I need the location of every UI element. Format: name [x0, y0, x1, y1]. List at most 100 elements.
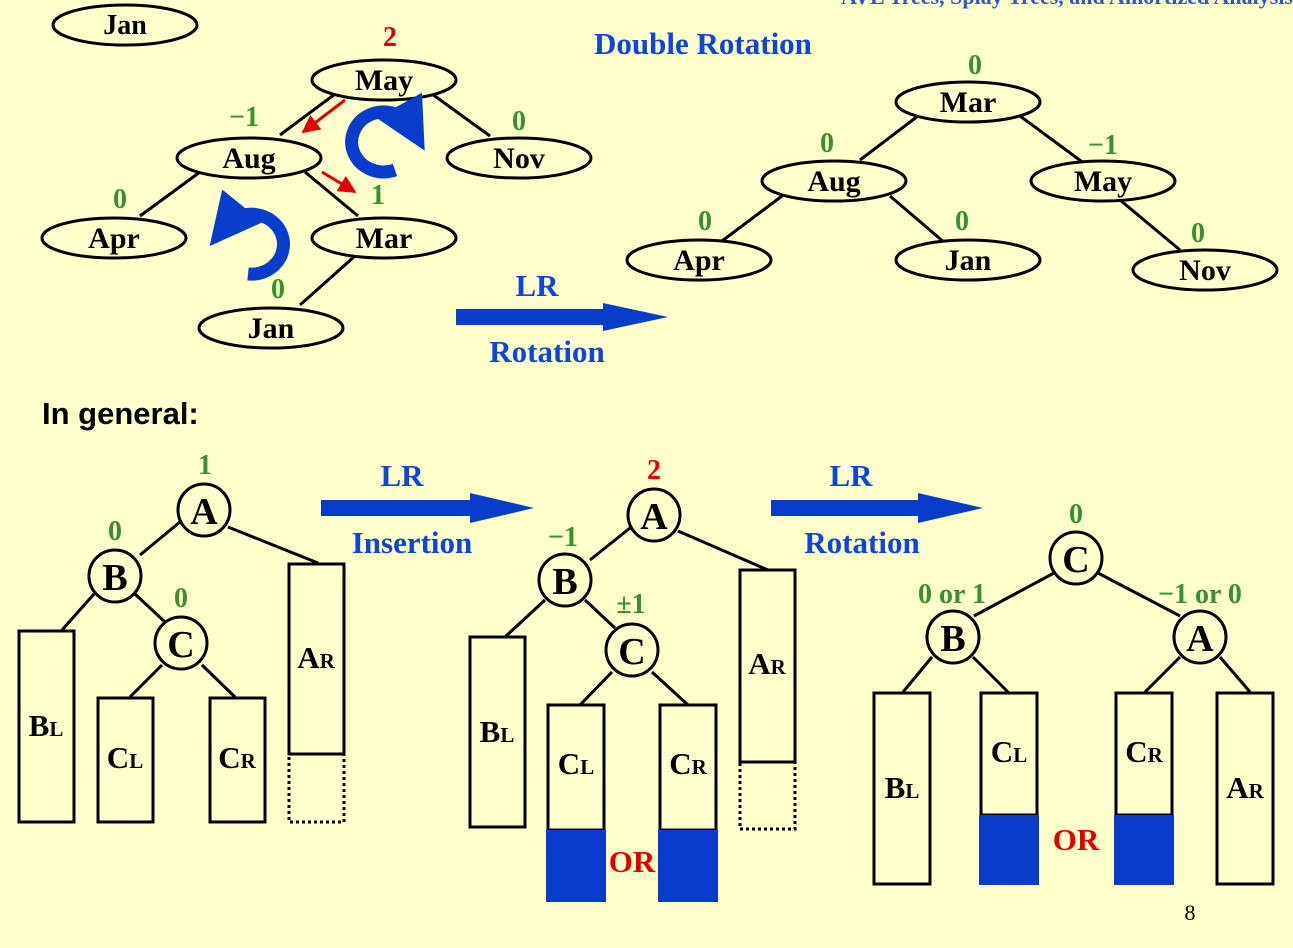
red-path-arrow-1 [301, 98, 346, 134]
slide-title: Double Rotation [594, 26, 812, 61]
stage2-subtree-cr: CR [658, 703, 718, 902]
stage2-subtree-ar: AR [738, 568, 797, 831]
svg-text:B: B [102, 557, 127, 599]
svg-text:Aug: Aug [222, 142, 275, 175]
bf-may-after: −1 [1088, 130, 1118, 161]
svg-text:Apr: Apr [673, 244, 725, 277]
top-arrow [456, 303, 668, 331]
svg-text:Nov: Nov [493, 142, 545, 175]
svg-text:CL: CL [107, 740, 143, 775]
stage1-edges [60, 520, 319, 699]
svg-text:CL: CL [558, 746, 594, 781]
svg-text:AR: AR [748, 646, 786, 681]
insertion-arrow [321, 493, 534, 523]
svg-text:Jan: Jan [945, 244, 992, 277]
stage2-edges [503, 526, 769, 707]
svg-text:CR: CR [669, 746, 707, 781]
stage1-bf-b: 0 [108, 516, 122, 547]
stage1-node-a: A [176, 482, 232, 538]
node-aug-before: Aug [175, 136, 323, 180]
node-aug-after: Aug [760, 159, 908, 203]
svg-text:Mar: Mar [940, 86, 997, 119]
after-tree [721, 114, 1181, 252]
arrow1-label-top: LR [380, 458, 424, 493]
svg-text:B: B [940, 618, 965, 660]
rotate-right-icon [345, 92, 425, 179]
svg-text:BL: BL [885, 770, 920, 805]
stage1-subtree-bl: BL [17, 629, 76, 824]
svg-text:Jan: Jan [103, 10, 147, 41]
running-title: AVL Trees, Splay Trees, and Amortized An… [841, 0, 1293, 9]
bf-mar-after: 0 [968, 50, 982, 81]
node-may-after: May [1029, 159, 1177, 203]
section-heading: In general: [42, 396, 199, 431]
bf-jan-before: 0 [271, 274, 285, 305]
stage3-or: OR [1053, 822, 1100, 857]
stage3-bf-c: 0 [1069, 499, 1083, 530]
svg-text:C: C [167, 624, 194, 666]
arrow2-label-top: LR [829, 458, 873, 493]
stage3-subtree-bl: BL [872, 691, 932, 886]
stage2-subtree-bl: BL [468, 635, 527, 829]
bf-may-before: 2 [383, 22, 397, 53]
svg-text:Nov: Nov [1179, 254, 1231, 287]
stage1-subtree-cl: CL [96, 696, 155, 824]
arrow2-label-bottom: Rotation [804, 525, 919, 560]
bf-mar-before: 1 [371, 180, 385, 211]
bf-apr-before: 0 [113, 184, 127, 215]
stage1-bf-a: 1 [198, 450, 212, 481]
node-may-before: May [310, 58, 458, 102]
svg-text:A: A [1186, 618, 1214, 660]
svg-text:AR: AR [297, 640, 335, 675]
node-nov-before: Nov [445, 136, 593, 180]
svg-text:Mar: Mar [356, 222, 413, 255]
red-path-arrow-2 [321, 170, 357, 194]
node-mar-before: Mar [310, 216, 458, 260]
bf-aug-after: 0 [820, 128, 834, 159]
stage1-node-b: B [87, 548, 143, 604]
svg-text:A: A [190, 491, 218, 533]
stage2-bf-a: 2 [647, 455, 661, 486]
stage3-subtree-cl: CL [979, 691, 1039, 885]
stage3-bf-a: −1 or 0 [1158, 579, 1242, 610]
svg-text:A: A [640, 496, 668, 538]
stage1-bf-c: 0 [174, 583, 188, 614]
svg-text:Aug: Aug [807, 165, 860, 198]
stage2-node-a: A [626, 487, 682, 543]
svg-text:May: May [355, 64, 413, 97]
top-arrow-label-bottom: Rotation [489, 334, 604, 369]
node-apr-before: Apr [40, 216, 188, 260]
node-nov-after: Nov [1131, 248, 1279, 292]
node-jan-before: Jan [197, 306, 345, 350]
svg-text:CR: CR [1125, 734, 1163, 769]
bf-jan-after: 0 [955, 206, 969, 237]
rotation-arrow [771, 493, 983, 523]
svg-text:C: C [618, 631, 645, 673]
stage1-node-c: C [153, 615, 209, 671]
svg-text:Apr: Apr [88, 222, 140, 255]
stage2-or: OR [609, 844, 656, 879]
svg-text:BL: BL [29, 708, 64, 743]
svg-text:May: May [1074, 165, 1132, 198]
svg-text:C: C [1062, 539, 1089, 581]
page-number: 8 [1185, 900, 1196, 925]
svg-text:CL: CL [991, 734, 1027, 769]
stage2-node-b: B [537, 552, 593, 608]
stage2-node-c: C [604, 622, 660, 678]
stage2-bf-c: ±1 [616, 589, 645, 620]
node-apr-after: Apr [625, 238, 773, 282]
svg-text:BL: BL [480, 714, 515, 749]
stage3-subtree-ar: AR [1215, 691, 1275, 886]
bf-aug-before: −1 [229, 102, 259, 133]
arrow1-label-bottom: Insertion [352, 525, 473, 560]
rotate-left-icon [209, 189, 290, 281]
stage3-node-b: B [925, 609, 981, 665]
stage2-subtree-cl: CL [546, 703, 606, 902]
bf-apr-after: 0 [698, 206, 712, 237]
stage3-node-a: A [1172, 609, 1228, 665]
stage2-bf-b: −1 [548, 522, 578, 553]
svg-text:AR: AR [1226, 770, 1264, 805]
svg-text:B: B [552, 561, 577, 603]
stage3-edges [901, 571, 1252, 694]
